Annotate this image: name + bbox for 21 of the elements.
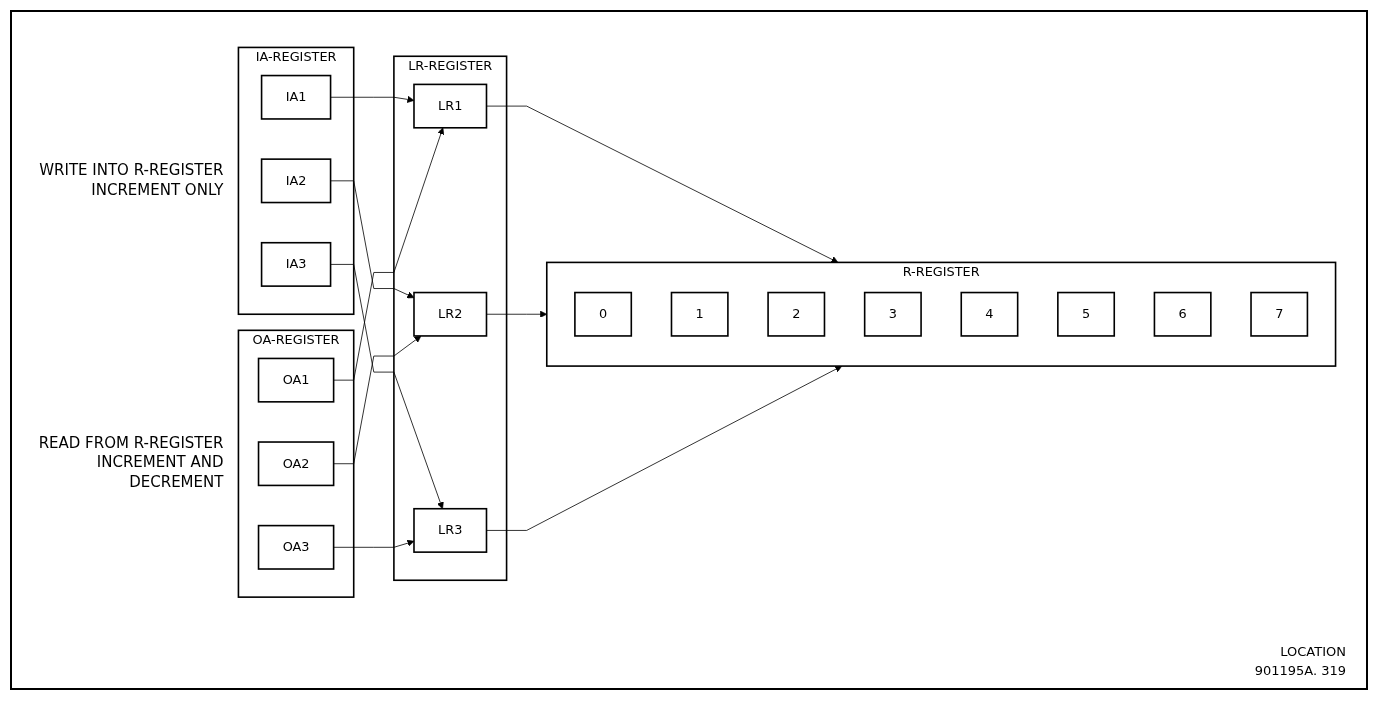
diagram-label: LOCATION [1279, 644, 1346, 659]
node-box: 7 [1250, 291, 1309, 337]
node-box: 3 [863, 291, 922, 337]
node-box: OA1 [257, 357, 335, 403]
node-box: LR2 [413, 291, 488, 337]
node-box: 1 [670, 291, 729, 337]
register-note: WRITE INTO R-REGISTER INCREMENT ONLY [38, 161, 224, 201]
node-box: 0 [574, 291, 633, 337]
node-box: LR3 [413, 507, 488, 553]
node-box: OA2 [257, 440, 335, 486]
node-box: IA1 [260, 74, 332, 120]
node-box: OA3 [257, 524, 335, 570]
node-box: 5 [1057, 291, 1116, 337]
diagram-label: 901195A. 319 [1254, 663, 1346, 678]
node-box: 4 [960, 291, 1019, 337]
node-box: LR1 [413, 83, 488, 129]
register-note: READ FROM R-REGISTER INCREMENT AND DECREMENT [37, 433, 224, 493]
node-box: 6 [1153, 291, 1212, 337]
node-box: IA2 [260, 158, 332, 204]
node-box: IA3 [260, 241, 332, 287]
node-box: 2 [767, 291, 826, 337]
